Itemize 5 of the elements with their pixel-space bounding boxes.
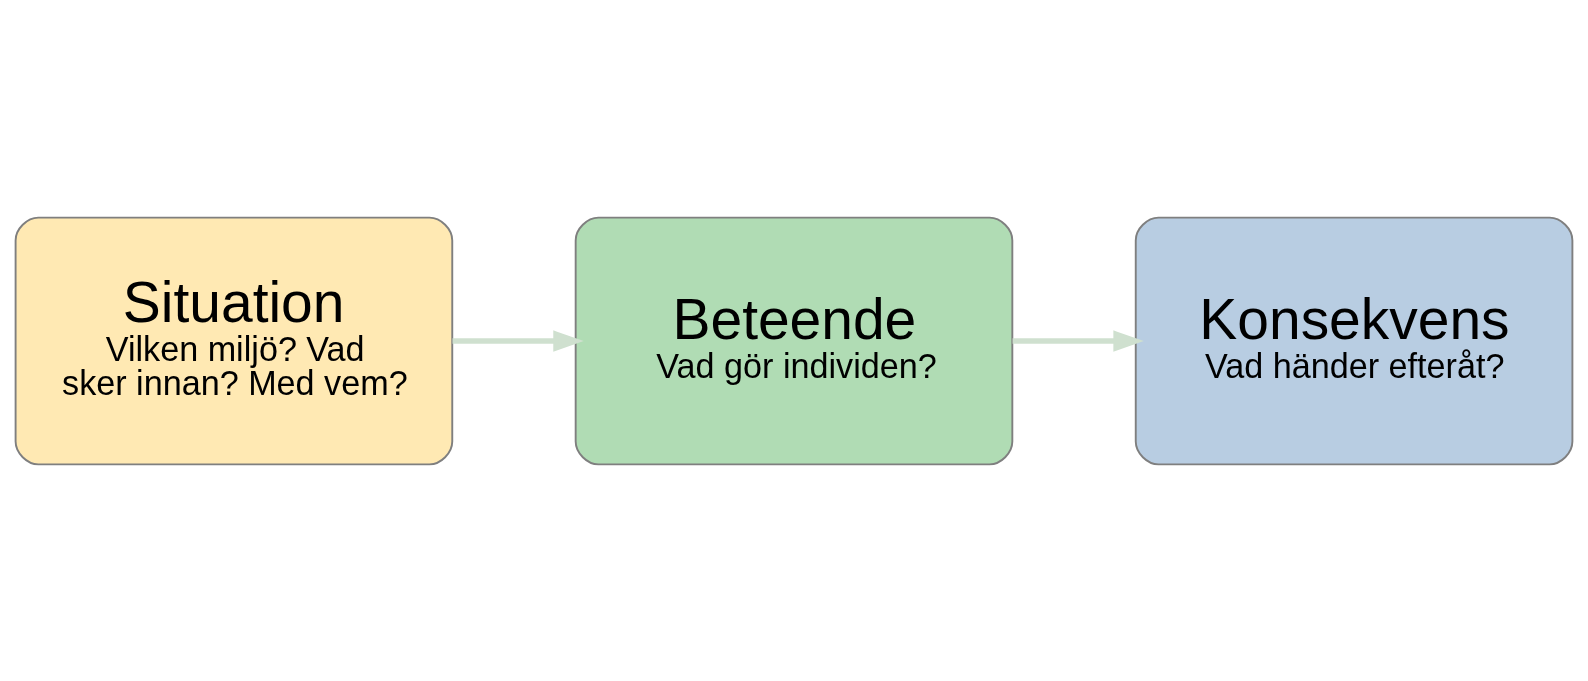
node-box: Beteende Vad gör individen? [574, 216, 1014, 465]
arrow [452, 329, 584, 352]
node-box: Konsekvens Vad händer efteråt? [1134, 216, 1574, 465]
arrow [1012, 329, 1144, 352]
node-box: Situation Vilken miljö? Vad sker innan? Med vem? [14, 216, 454, 465]
